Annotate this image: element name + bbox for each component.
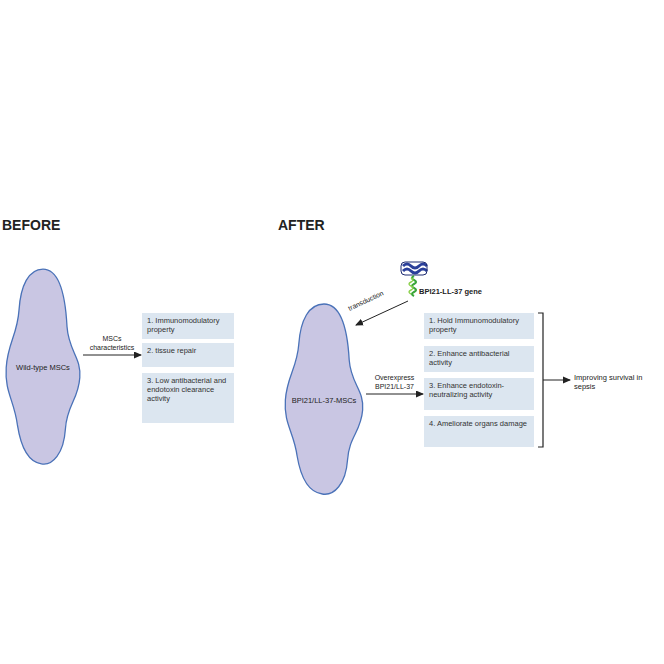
bracket [538,313,549,447]
feature-text: 1. Immunomodulatory property [147,316,229,334]
outcome-text: Improving survival in sepsis [574,373,660,391]
section-heading: AFTER [278,217,325,234]
feature-text: 3. Low antibacterial and endotoxin clear… [147,376,229,403]
section-heading: BEFORE [2,217,60,234]
feature-text: 1. Hold Immunomodulatory property [429,316,529,334]
arrow-label: Overexpress BPI21/LL-37 [368,374,421,391]
cell-shape: Wild-type MSCs [3,265,83,470]
feature-box: 1. Immunomodulatory property [142,313,234,339]
feature-box: 3. Low antibacterial and endotoxin clear… [142,373,234,423]
feature-box: 2. tissue repair [142,343,234,367]
feature-text: 4. Ameliorate organs damage [429,419,529,428]
feature-box: 1. Hold Immunomodulatory property [424,313,534,339]
cell-shape: BPI21/LL-37-MSCs [282,300,366,500]
cell-name: Wild-type MSCs [16,363,70,372]
arrow-label: MSCs characteristics [85,335,139,352]
feature-text: 2. tissue repair [147,346,229,355]
cell-name: BPI21/LL-37-MSCs [292,396,357,405]
connector-arrow [366,394,423,395]
feature-box: 3. Enhance endotoxin-neutralizing activi… [424,378,534,410]
step-label: transduction [347,289,385,313]
result-arrow [549,380,570,381]
gene-label: BPI21-LL-37 gene [419,287,482,296]
feature-box: 4. Ameliorate organs damage [424,416,534,447]
connector-arrow [83,355,141,356]
feature-box: 2. Enhance antibacterial activity [424,346,534,372]
feature-text: 3. Enhance endotoxin-neutralizing activi… [429,381,529,399]
feature-text: 2. Enhance antibacterial activity [429,349,529,367]
